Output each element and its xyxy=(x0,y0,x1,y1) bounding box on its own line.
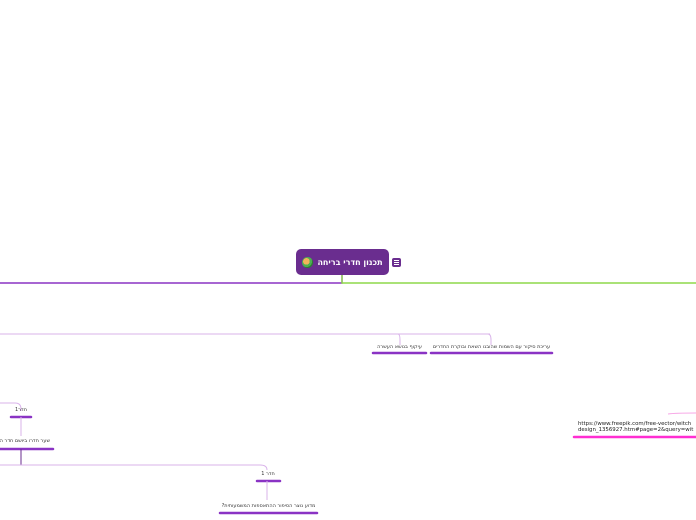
order-connector xyxy=(487,333,492,345)
link-connector xyxy=(667,412,696,415)
link-url-line-2[interactable]: design_1356927.htm#page=2&query=wit xyxy=(578,427,694,433)
link-url-line-1[interactable]: https://www.freepik.com/free-vector/witc… xyxy=(578,421,692,427)
topic-summary[interactable]: עיקוף בנושא העשרה xyxy=(377,344,422,350)
idea-head-icon xyxy=(302,256,314,268)
topic-escape-order[interactable]: עריכת סיקור עם השמות שהובנו השאת ובוקרת … xyxy=(432,344,551,350)
topic-room1-question[interactable]: מדוע נוצר הסיפור ההתאספות המשמעותית? xyxy=(221,503,316,509)
topic-room-a-desc[interactable]: שער חדרו ביושם חדר הם xyxy=(0,438,50,444)
topic-link[interactable]: https://www.freepik.com/free-vector/witc… xyxy=(578,421,696,433)
central-topic[interactable]: תכנון חדרי בריחה xyxy=(296,249,389,275)
notes-icon[interactable] xyxy=(392,258,401,267)
summary-connector xyxy=(397,333,401,345)
topic-room-1[interactable]: חדר 1 xyxy=(261,471,275,477)
room-a-connector xyxy=(0,402,22,411)
right-main-branch xyxy=(341,275,696,284)
left-main-branch xyxy=(0,275,343,284)
room1-connector xyxy=(0,464,268,471)
topic-room-a[interactable]: חדר1 xyxy=(14,407,27,413)
central-topic-title: תכנון חדרי בריחה xyxy=(317,257,383,267)
